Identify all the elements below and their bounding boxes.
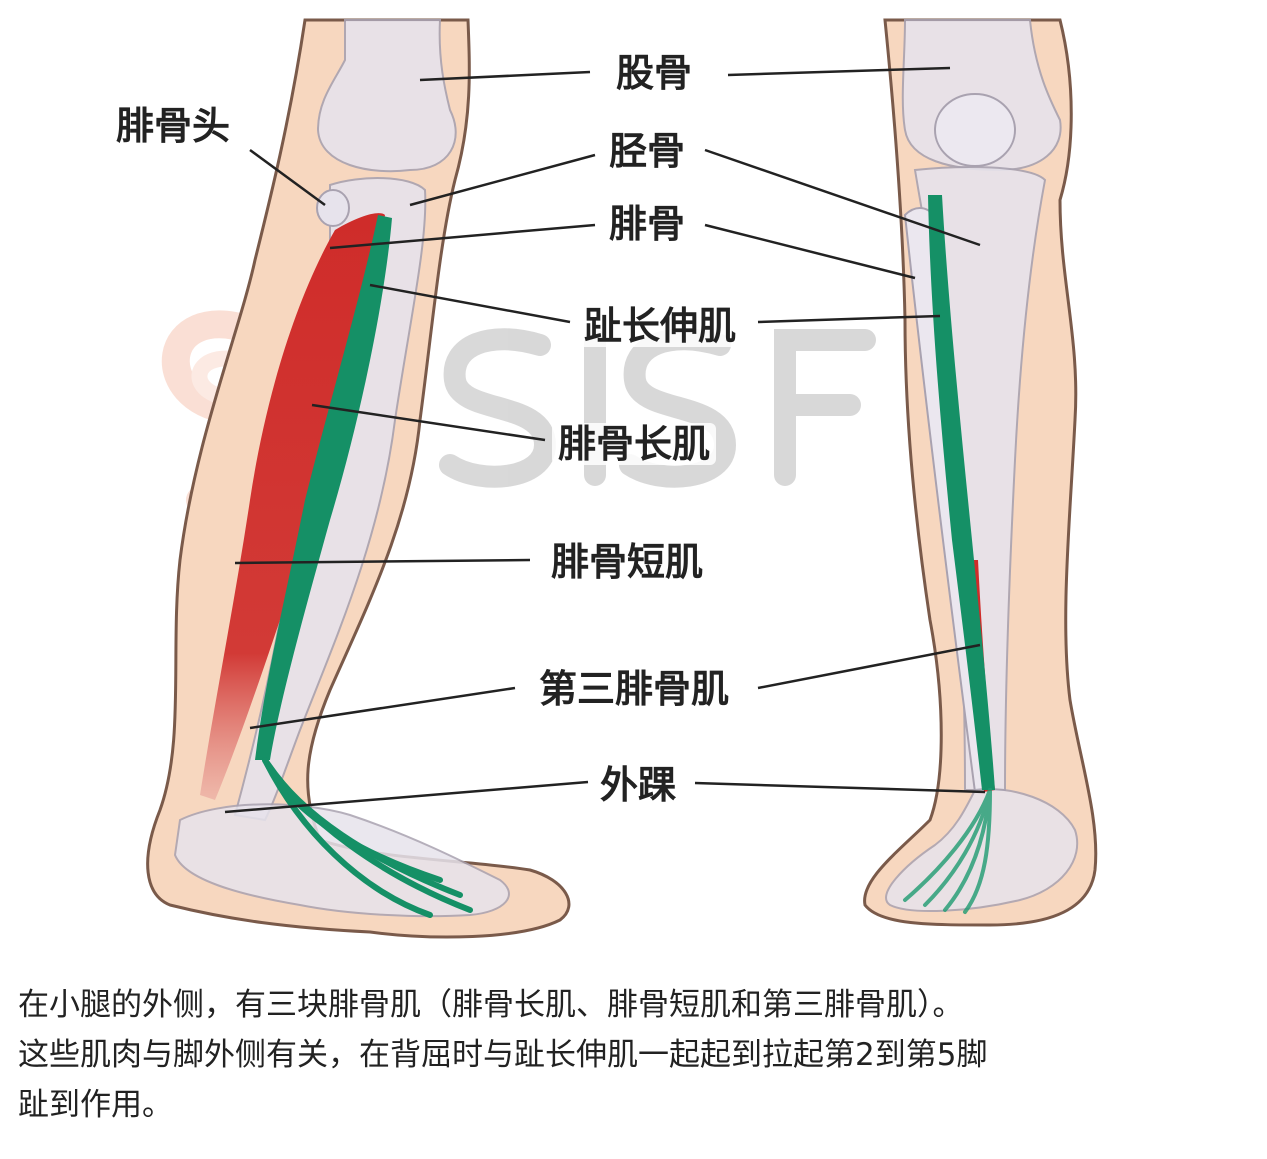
label-extensor-digitorum-longus: 趾长伸肌 [578, 305, 743, 347]
caption-line-3: 趾到作用。 [18, 1087, 173, 1123]
right-toe-tendons [903, 788, 992, 914]
right-extensor-digitorum-longus-muscle [928, 195, 995, 790]
caption-line-2: 这些肌肉与脚外侧有关，在背屈时与趾长伸肌一起起到拉起第2到第5脚 [18, 1037, 988, 1073]
label-tibia: 胫骨 [603, 130, 692, 172]
leader-lines [224, 66, 986, 814]
label-lateral-malleolus: 外踝 [594, 764, 683, 806]
right-patella-bone [934, 93, 1016, 167]
leg-illustration [146, 18, 1098, 939]
label-fibula-head: 腓骨头 [110, 105, 237, 147]
label-peroneus-brevis: 腓骨短肌 [545, 541, 710, 583]
left-leg [146, 18, 571, 939]
left-fibula-head-bone [316, 189, 350, 227]
leg-anatomy-diagram: 股骨 腓骨头 胫骨 腓骨 趾长伸肌 腓骨长肌 腓骨短肌 第三腓骨肌 外踝 [110, 18, 1098, 939]
label-peroneus-tertius: 第三腓骨肌 [533, 668, 736, 710]
right-leg [863, 18, 1098, 927]
label-fibula: 腓骨 [603, 203, 692, 245]
label-peroneus-longus: 腓骨长肌 [552, 423, 717, 465]
caption-text: 在小腿的外侧，有三块腓骨肌（腓骨长肌、腓骨短肌和第三腓骨肌）。 这些肌肉与脚外侧… [18, 980, 1258, 1130]
caption-line-1: 在小腿的外侧，有三块腓骨肌（腓骨长肌、腓骨短肌和第三腓骨肌）。 [18, 987, 964, 1023]
left-peroneus-longus-muscle [200, 213, 385, 800]
left-femur-bone [316, 19, 457, 173]
left-toe-tendons [262, 757, 473, 918]
left-extensor-digitorum-longus-muscle [255, 215, 392, 760]
label-femur: 股骨 [610, 52, 699, 94]
